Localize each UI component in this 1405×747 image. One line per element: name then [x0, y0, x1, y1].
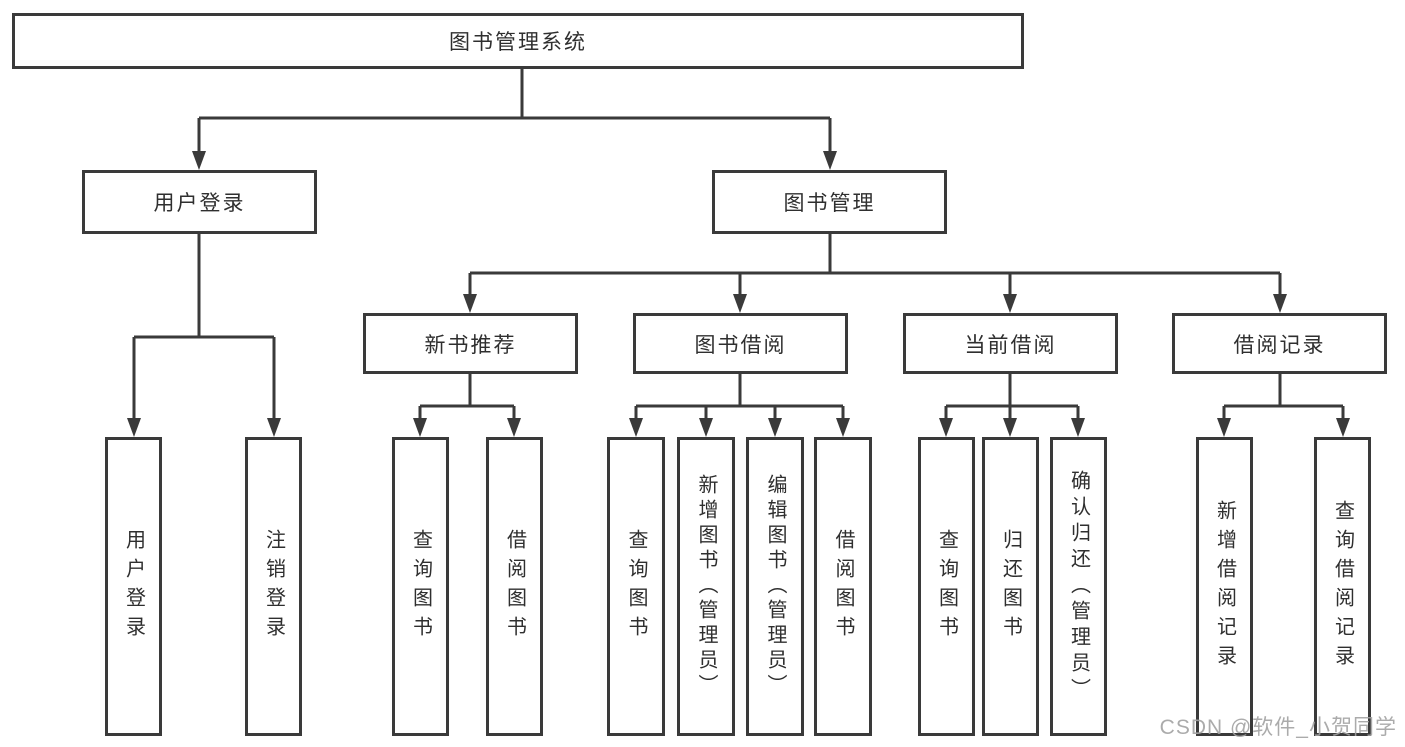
- node-book-management: 图书管理: [712, 170, 947, 234]
- connector-new-book-children: [413, 374, 521, 437]
- connector-root-to-level2: [192, 69, 837, 170]
- leaf-br-add-record: 新增借阅记录: [1196, 437, 1253, 736]
- node-borrow-records: 借阅记录: [1172, 313, 1387, 374]
- connector-book-borrow-children: [629, 374, 850, 437]
- node-new-book-recommend: 新书推荐: [363, 313, 578, 374]
- leaf-cb-confirm-return: 确认归还（管理员）: [1050, 437, 1107, 736]
- leaf-logout: 注销登录: [245, 437, 302, 736]
- leaf-br-query-record: 查询借阅记录: [1314, 437, 1371, 736]
- leaf-nb-query-books: 查询图书: [392, 437, 449, 736]
- node-user-login: 用户登录: [82, 170, 317, 234]
- leaf-bb-query-books: 查询图书: [607, 437, 665, 736]
- leaf-cb-return-books: 归还图书: [982, 437, 1039, 736]
- leaf-user-login: 用户登录: [105, 437, 162, 736]
- connector-book-management-children: [463, 234, 1287, 313]
- connector-user-login-children: [127, 234, 281, 437]
- connector-current-borrow-children: [939, 374, 1085, 437]
- node-book-borrow: 图书借阅: [633, 313, 848, 374]
- leaf-bb-add-books: 新增图书（管理员）: [677, 437, 735, 736]
- leaf-nb-borrow-books: 借阅图书: [486, 437, 543, 736]
- csdn-watermark: CSDN @软件_小贺同学: [1159, 716, 1397, 739]
- node-root: 图书管理系统: [12, 13, 1024, 69]
- leaf-bb-borrow-books: 借阅图书: [814, 437, 872, 736]
- leaf-cb-query-books: 查询图书: [918, 437, 975, 736]
- node-current-borrow: 当前借阅: [903, 313, 1118, 374]
- leaf-bb-edit-books: 编辑图书（管理员）: [746, 437, 804, 736]
- connector-records-children: [1217, 374, 1350, 437]
